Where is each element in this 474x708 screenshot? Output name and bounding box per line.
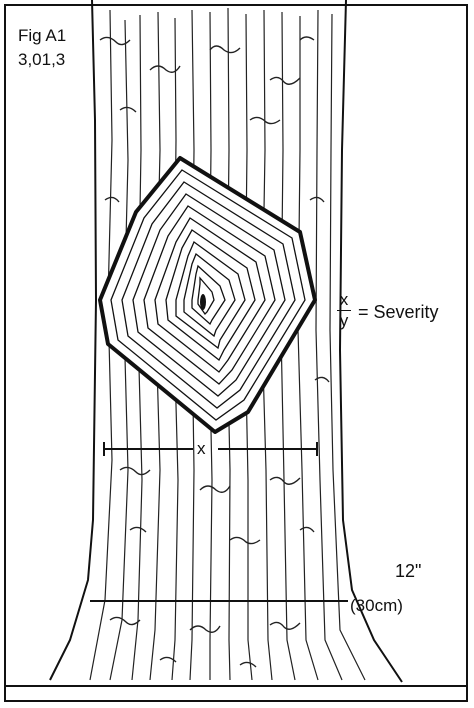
trunk-right-edge <box>340 0 402 682</box>
severity-fraction: x y <box>337 291 351 330</box>
height-cm-label: (30cm) <box>350 596 403 616</box>
severity-denominator: y <box>340 311 349 330</box>
figure-code: 3,01,3 <box>18 50 65 70</box>
trunk-left-edge <box>50 0 96 680</box>
width-measure-line <box>104 442 317 456</box>
wound-center <box>200 294 206 310</box>
severity-label: = Severity <box>358 302 439 323</box>
figure-title: Fig A1 <box>18 26 66 46</box>
width-label: x <box>197 439 206 459</box>
severity-numerator: x <box>340 290 349 309</box>
height-inches-label: 12" <box>395 561 421 582</box>
